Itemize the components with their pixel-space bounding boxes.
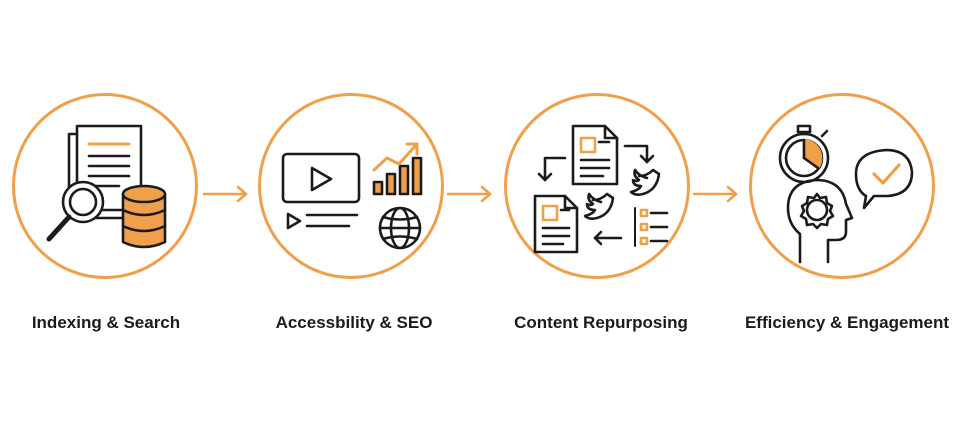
- step-3-label: Content Repurposing: [514, 313, 688, 332]
- arrow-1-icon: [202, 185, 248, 203]
- stopwatch-head-gear-chat-check-icon: [778, 124, 914, 264]
- step-4-circle: [749, 93, 935, 279]
- step-3-circle: [504, 93, 690, 279]
- video-chart-globe-icon: [281, 142, 423, 250]
- step-2-label: Accessbility & SEO: [275, 313, 433, 332]
- step-1-circle: [12, 93, 198, 279]
- documents-twitter-cycle-icon: [533, 124, 669, 254]
- step-4-label: Efficiency & Engagement: [744, 313, 950, 332]
- arrow-3-icon: [692, 185, 738, 203]
- step-2-circle: [258, 93, 444, 279]
- arrow-2-icon: [446, 185, 492, 203]
- step-1-label: Indexing & Search: [31, 313, 181, 332]
- document-stack-magnifier-database-icon: [46, 124, 167, 249]
